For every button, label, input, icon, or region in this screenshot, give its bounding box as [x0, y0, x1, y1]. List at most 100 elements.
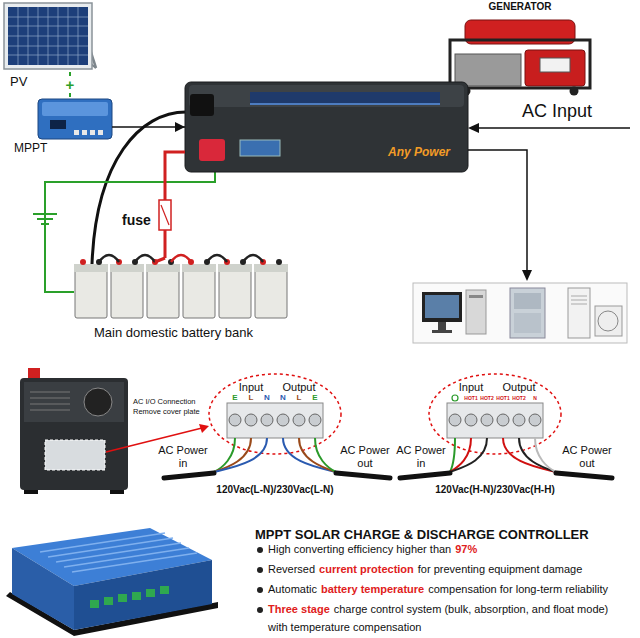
text-label: AC Input: [522, 101, 592, 122]
inverter-body: [199, 139, 225, 161]
arrow-head: [175, 122, 185, 132]
terminal-block: [513, 414, 525, 426]
solar-panel: [4, 3, 96, 69]
text-label: High converting efficiency higher than: [268, 543, 451, 556]
controller-photo: [74, 560, 212, 630]
text-label: AC Power in: [396, 444, 446, 469]
ac-wires: [315, 438, 336, 472]
terminal-block: [227, 403, 323, 438]
controller-photo: [6, 528, 218, 636]
terminal-block: [229, 414, 541, 426]
inverter-back-view: [28, 368, 40, 378]
controller-photo: [132, 592, 141, 600]
node-label: Any Power: [388, 146, 450, 160]
text-label: compensation for long-term reliability: [428, 583, 608, 596]
battery-bank: [75, 266, 107, 318]
inverter-back-view: [20, 378, 128, 490]
solar-panel: [8, 26, 88, 27]
ac-loads: [571, 304, 587, 305]
ground-wire: [33, 213, 57, 215]
mppt-controller: [38, 99, 112, 139]
text-label: Input: [239, 381, 263, 394]
ac-wires: [336, 473, 390, 478]
controller-photo: [160, 586, 169, 594]
text-label: AC Power out: [558, 444, 616, 469]
battery-bank: [74, 264, 108, 272]
solar-panel: [8, 55, 88, 56]
fuse-symbol: [159, 200, 171, 230]
mppt-controller: [50, 120, 66, 129]
text-label: for preventing equipment damage: [418, 563, 583, 576]
battery-bank: [255, 266, 287, 318]
terminal-highlight: [209, 374, 341, 454]
controller-photo: [118, 594, 127, 602]
text-label: AC I/O Connection: [133, 398, 196, 407]
ac-wires: [164, 473, 214, 478]
battery-bank: [243, 255, 263, 262]
node-label: MPPT: [14, 142, 47, 156]
inverter-back-view: [30, 404, 70, 405]
ac-output-arrow: [522, 270, 532, 281]
node-label: Main domestic battery bank: [94, 326, 253, 341]
battery-bank: [99, 255, 263, 262]
ac-wires: [450, 438, 487, 472]
generator: [450, 20, 590, 96]
text-label: 120Vac(H-N)/230Vac(H-H): [435, 484, 555, 496]
node-label: PV: [10, 75, 27, 90]
mppt-controller: [98, 130, 103, 135]
text-label: charge control system (bulk, absorption,…: [334, 603, 609, 616]
ac-wires: [450, 438, 471, 472]
terminal-block: [309, 414, 321, 426]
text-label: MPPT SOLAR CHARGE & DISCHARGE CONTROLLER: [255, 528, 589, 543]
node-label: GENERATOR: [440, 1, 600, 13]
terminal-label: N: [533, 396, 537, 402]
edge-label: +: [65, 76, 76, 93]
ac-loads: [571, 300, 587, 301]
fuse-symbol: [159, 200, 171, 230]
inverter-body: [185, 82, 468, 172]
ac-wires: [164, 438, 612, 478]
ac-loads: [413, 283, 627, 343]
text-label: AC Power out: [336, 444, 394, 469]
bullet-dot: [257, 587, 263, 593]
battery-bank: [99, 255, 119, 262]
bullet-dot: [257, 547, 263, 553]
ac-wires: [400, 473, 450, 478]
text-label: Output: [282, 381, 315, 394]
terminal-highlight: [209, 374, 561, 454]
terminal-block: [261, 414, 273, 426]
generator: [570, 87, 579, 96]
ac-loads: [438, 322, 446, 330]
terminal-label: HOT1: [464, 396, 477, 402]
black-battery-cable: [92, 112, 186, 264]
ac-input-arrow: [476, 127, 630, 129]
inverter-body: [240, 140, 280, 156]
ac-wires: [214, 438, 267, 472]
battery-bank: [135, 255, 155, 262]
bullet-dot: [257, 547, 263, 613]
battery-bank: [182, 264, 216, 272]
inverter-body: [250, 103, 440, 105]
ac-loads: [514, 293, 541, 309]
battery-bank: [183, 266, 215, 318]
terminal-label: L: [297, 393, 302, 402]
terminal-label: N: [264, 393, 270, 402]
battery-bank: [74, 255, 288, 318]
battery-bank: [276, 259, 282, 265]
inverter-body: [190, 94, 214, 116]
inverter-back-view: [30, 392, 70, 393]
ac-wires: [164, 473, 612, 478]
battery-bank: [80, 259, 86, 265]
terminal-label: N: [280, 393, 286, 402]
ac-loads: [466, 290, 486, 334]
ac-wires: [535, 438, 556, 472]
ac-loads: [432, 330, 452, 333]
text-label: Remove cover plate: [133, 408, 200, 417]
ac-loads: [568, 288, 590, 338]
bullet-dot: [257, 607, 263, 613]
solar-panel: [8, 46, 88, 47]
controller-photo: [104, 597, 113, 605]
terminal-label: HOT2: [480, 396, 493, 402]
text-label: 97%: [455, 543, 477, 556]
